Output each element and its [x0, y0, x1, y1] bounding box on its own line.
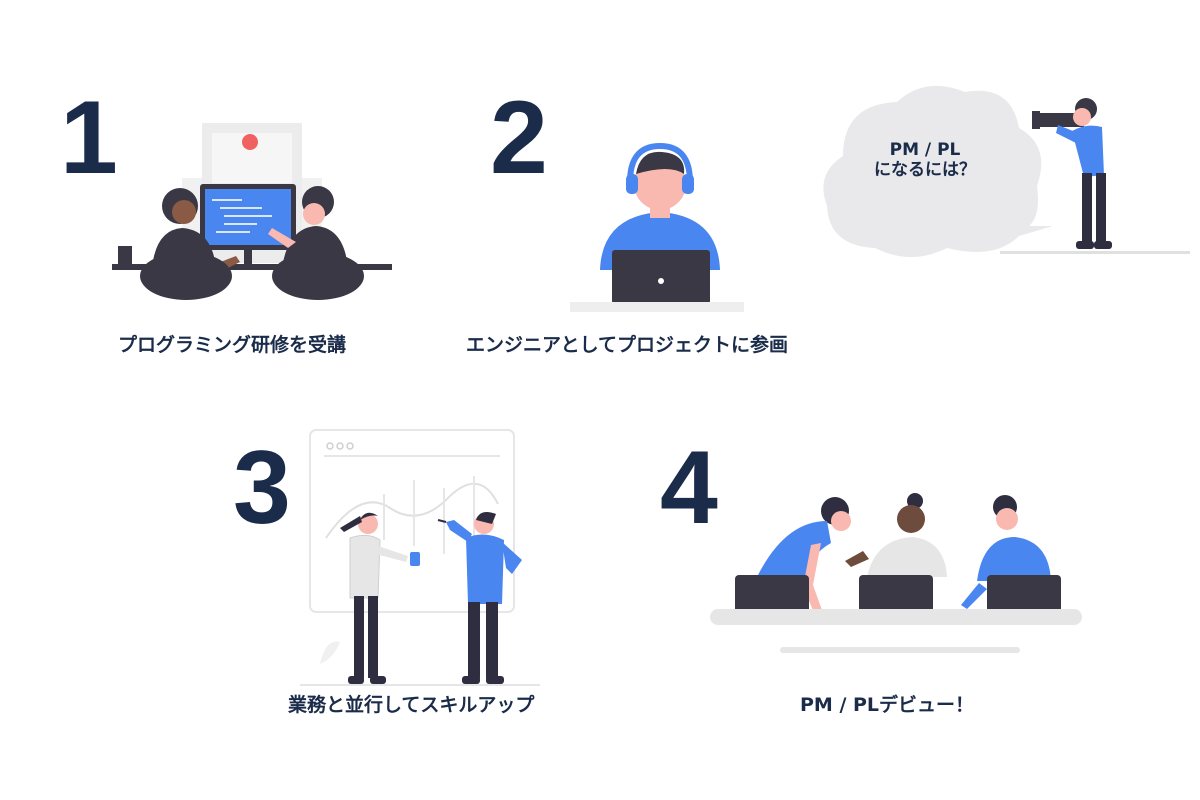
- step-3-number: 3: [233, 430, 291, 546]
- step-4-caption: PM / PLデビュー！: [800, 694, 975, 716]
- step-3-caption: 業務と並行してスキルアップ: [288, 694, 535, 716]
- skillup-illustration: [300, 429, 540, 686]
- bubble-text: PM / PL になるには？: [850, 140, 1000, 180]
- bubble-line-2: になるには？: [874, 160, 976, 180]
- step-4-number: 4: [660, 430, 718, 546]
- team-illustration: [710, 493, 1082, 653]
- step-1-caption: プログラミング研修を受講: [118, 334, 347, 356]
- thought-bubble: [823, 85, 1053, 258]
- step-2-number: 2: [490, 80, 548, 196]
- step-2-caption: エンジニアとしてプロジェクトに参画: [466, 334, 789, 356]
- bubble-line-1: PM / PL: [889, 140, 961, 160]
- training-illustration: [112, 123, 392, 300]
- step-1-number: 1: [60, 80, 118, 196]
- engineer-illustration: [570, 142, 744, 312]
- telescope-person-illustration: [1000, 98, 1190, 254]
